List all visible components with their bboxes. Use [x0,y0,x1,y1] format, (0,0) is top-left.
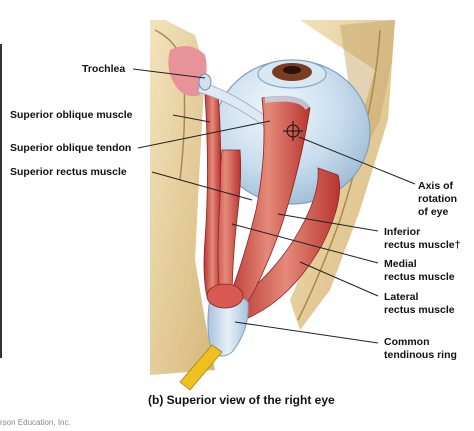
axis-line-3: of eye [418,206,449,218]
label-common-tendinous-ring: Common tendinous ring [384,336,457,362]
lateral-line-2: rectus muscle [384,304,455,316]
label-superior-rectus-muscle: Superior rectus muscle [10,166,127,178]
axis-line-2: rotation [418,193,458,205]
superior-rectus-muscle [225,95,311,313]
inferior-line-1: Inferior [384,226,421,238]
leader-lines [132,68,416,344]
label-inferior-rectus-muscle: Inferior rectus muscle† [384,226,460,252]
medial-line-1: Medial [384,258,417,270]
label-trochlea: Trochlea [82,63,126,75]
label-axis-of-rotation: Axis of rotation of eye [418,180,457,219]
label-superior-oblique-muscle: Superior oblique muscle [10,109,133,121]
inferior-line-2: rectus muscle† [384,239,461,251]
label-medial-rectus-muscle: Medial rectus muscle [384,258,455,284]
trochlea [198,73,212,91]
ring-line-1: Common [384,336,430,348]
ring-line-2: tendinous ring [384,349,457,361]
axis-line-1: Axis of [418,180,454,192]
figure-caption: (b) Superior view of the right eye [148,393,335,407]
label-superior-oblique-tendon: Superior oblique tendon [10,142,132,154]
lateral-line-1: Lateral [384,291,419,303]
trochlear-tissue [168,46,207,97]
publisher-credit: rson Education, Inc. [0,418,71,427]
axis-of-rotation-marker [283,121,303,141]
superior-oblique-muscle [203,91,222,301]
label-lateral-rectus-muscle: Lateral rectus muscle [384,291,455,317]
figure-frame-edge [0,44,2,358]
pupil [283,66,301,74]
optic-nerve [179,344,223,391]
medial-line-2: rectus muscle [384,271,455,283]
